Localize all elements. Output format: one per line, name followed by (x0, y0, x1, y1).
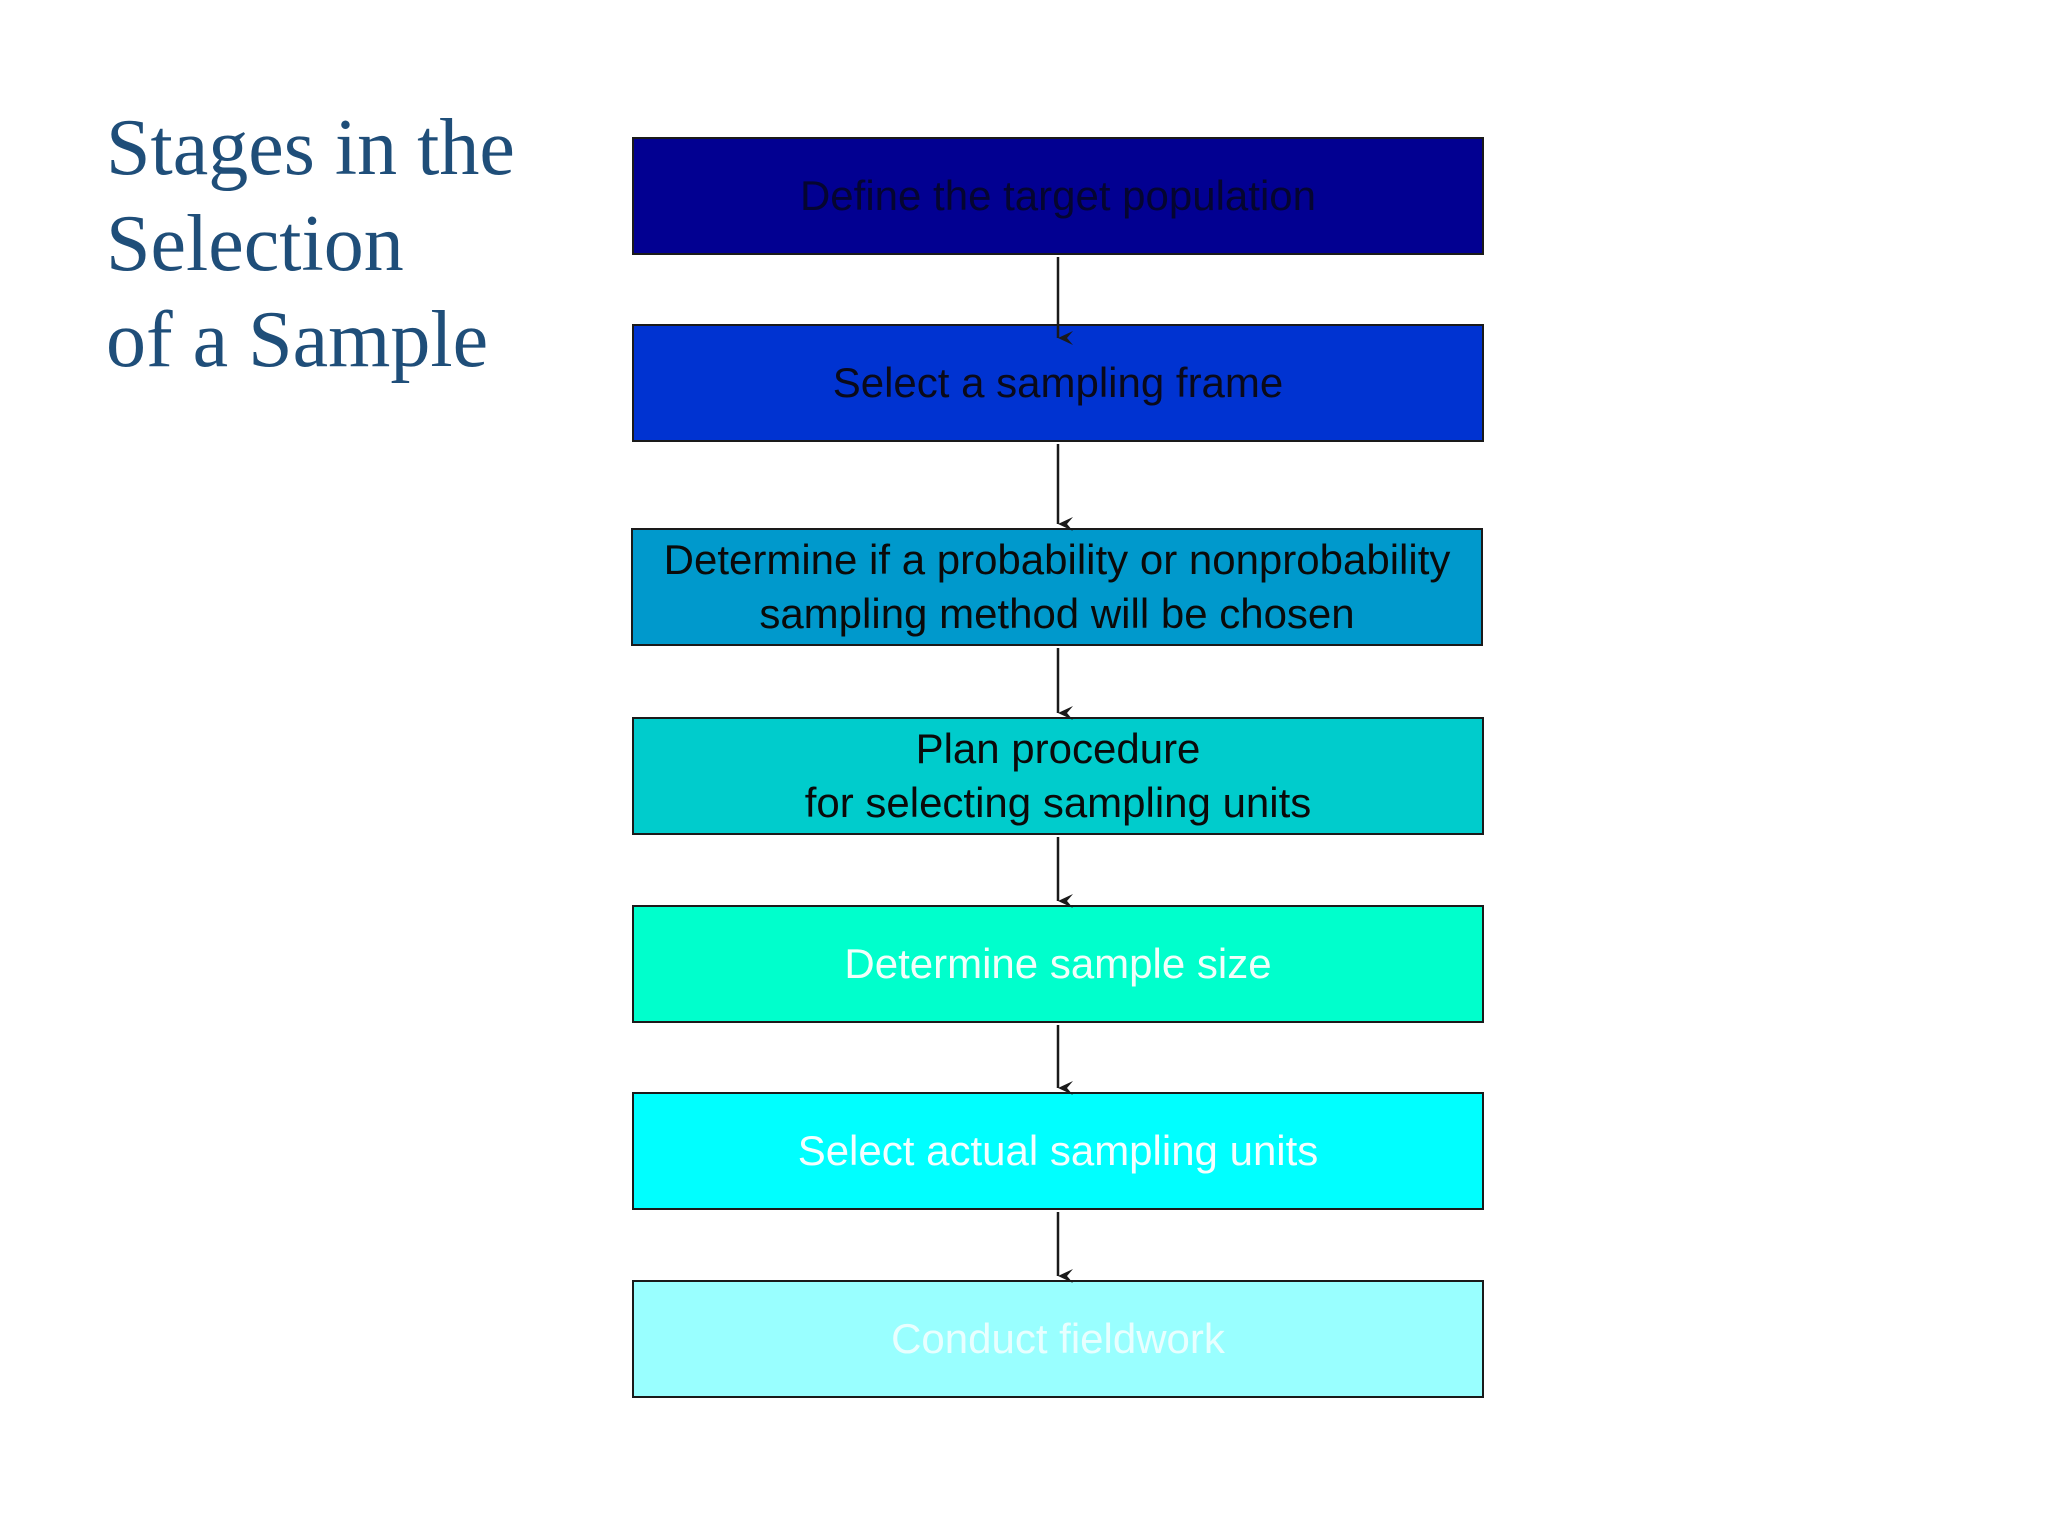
step-label: Plan procedure for selecting sampling un… (804, 725, 1312, 826)
title-line-2: Selection (106, 200, 404, 288)
step-determine-sampling-method: Determine if a probability or nonprobabi… (631, 528, 1483, 646)
step-label: Conduct fieldwork (891, 1315, 1225, 1362)
step-label: Select actual sampling units (797, 1127, 1319, 1174)
step-label: Select a sampling frame (832, 359, 1284, 406)
step-label: Determine sample size (844, 940, 1272, 987)
step-define-target-population: Define the target population (632, 137, 1484, 255)
slide-title: Stages in the Selection of a Sample (106, 100, 626, 388)
step-select-sampling-frame: Select a sampling frame (632, 324, 1484, 442)
title-line-1: Stages in the (106, 104, 515, 192)
title-line-3: of a Sample (106, 296, 489, 384)
step-plan-procedure: Plan procedure for selecting sampling un… (632, 717, 1484, 835)
step-label: Determine if a probability or nonprobabi… (663, 536, 1451, 637)
step-determine-sample-size: Determine sample size (632, 905, 1484, 1023)
step-label: Define the target population (799, 172, 1317, 219)
step-select-actual-units: Select actual sampling units (632, 1092, 1484, 1210)
step-conduct-fieldwork: Conduct fieldwork (632, 1280, 1484, 1398)
